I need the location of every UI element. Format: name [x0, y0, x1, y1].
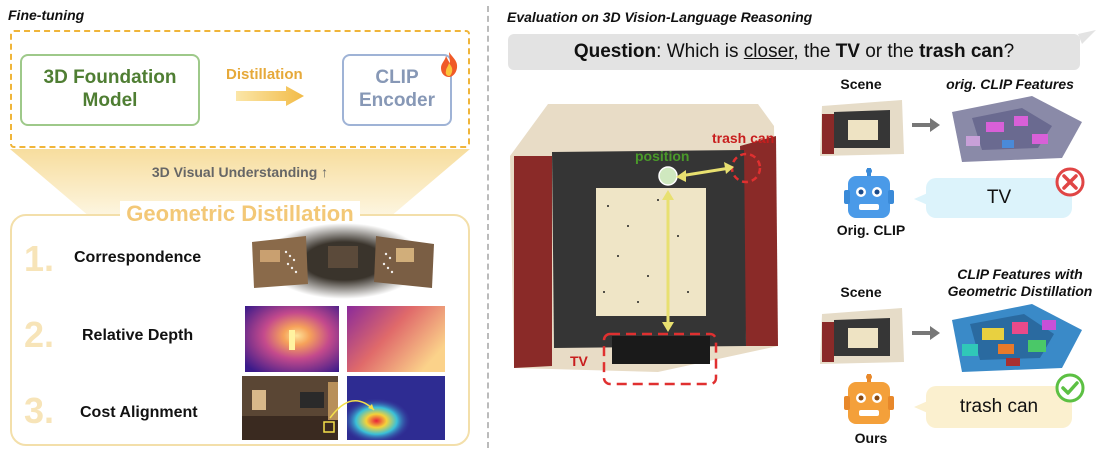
item-number-2: 2.: [24, 314, 55, 355]
wrong-icon: [1055, 167, 1085, 197]
flame-icon: [441, 52, 458, 77]
item-label-cost-alignment: Cost Alignment: [80, 404, 198, 421]
correspondence-images: [252, 223, 434, 299]
question-part-2: , the: [793, 41, 836, 62]
item-number-3: 3.: [24, 390, 55, 431]
question-closer: closer: [743, 41, 794, 62]
question-prefix: Question: [573, 41, 657, 62]
cost-map: [347, 376, 445, 440]
3d-understanding-label: 3D Visual Understanding ↑: [151, 164, 329, 180]
evaluation-title: Evaluation on 3D Vision-Language Reasoni…: [507, 9, 813, 25]
bottom-scene-label: Scene: [840, 284, 882, 300]
item-label-correspondence: Correspondence: [74, 249, 202, 266]
geo-title-wrap: Geometric Distillation: [0, 201, 480, 227]
correspondence-arrow-icon: [329, 400, 375, 419]
ours-robot-icon: [844, 374, 894, 424]
distillation-label: Distillation: [226, 66, 303, 83]
question-part-4: ?: [1003, 41, 1015, 62]
item-number-1: 1.: [24, 238, 55, 279]
depth-map-2: [347, 306, 445, 372]
top-features-thumb: [952, 96, 1082, 162]
clip-encoder-box: CLIP Encoder: [342, 54, 452, 126]
foundation-model-box: 3D Foundation Model: [20, 54, 200, 126]
room-photo: [242, 376, 338, 440]
top-scene-thumb: [820, 100, 904, 156]
finetuning-title: Fine-tuning: [8, 7, 85, 23]
check-icon: [1055, 373, 1085, 403]
geometric-distillation-title: Geometric Distillation: [120, 201, 360, 226]
bottom-scene-thumb: [820, 308, 904, 364]
orig-clip-robot-icon: [844, 168, 894, 218]
top-answer-bubble: TV: [926, 178, 1072, 218]
question-part-3: or the: [859, 41, 920, 62]
top-scene-label: Scene: [840, 76, 882, 92]
question-part-1: : Which is: [656, 41, 744, 62]
bottom-features-label: CLIP Features with Geometric Distillatio…: [940, 266, 1100, 300]
label-trash-can: trash can: [712, 130, 775, 146]
scene-pointcloud: [510, 104, 778, 386]
foundation-model-label: 3D Foundation Model: [43, 67, 177, 111]
ours-label: Ours: [854, 430, 888, 446]
clip-encoder-label: CLIP Encoder: [358, 67, 436, 111]
bottom-features-line2: Geometric Distillation: [947, 282, 1093, 299]
orig-clip-label: Orig. CLIP: [836, 222, 906, 238]
speech-tail-icon: [1078, 30, 1096, 44]
question-trash: trash can: [919, 41, 1004, 62]
top-arrow-icon: [912, 118, 940, 132]
funnel-shape: [10, 149, 470, 217]
label-tv: TV: [570, 353, 588, 369]
label-position: position: [635, 148, 690, 164]
question-tv: TV: [835, 41, 860, 62]
distillation-arrow-icon: [236, 86, 304, 106]
section-divider: [487, 6, 489, 448]
depth-map-1: [245, 306, 339, 372]
bottom-arrow-icon: [912, 326, 940, 340]
bottom-answer-bubble: trash can: [926, 386, 1072, 428]
question-bar: Question: Which is closer, the TV or the…: [508, 34, 1080, 70]
top-answer: TV: [986, 187, 1012, 208]
top-features-label: orig. CLIP Features: [946, 76, 1074, 92]
bottom-answer: trash can: [959, 396, 1039, 417]
bottom-features-thumb: [952, 304, 1082, 372]
bottom-features-line1: CLIP Features with: [957, 266, 1083, 282]
item-label-relative-depth: Relative Depth: [82, 327, 194, 344]
